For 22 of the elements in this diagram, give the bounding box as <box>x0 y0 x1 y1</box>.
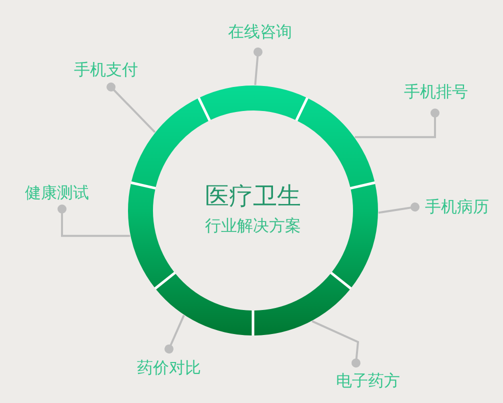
ring-segment <box>156 274 252 336</box>
leader-line <box>164 314 185 354</box>
subtitle: 行业解决方案 <box>205 217 301 235</box>
callout-label: 药价对比 <box>137 359 201 377</box>
callout-label: 电子药方 <box>336 372 400 390</box>
ring-segment <box>128 184 174 288</box>
leader-line <box>254 48 262 86</box>
ring-segment <box>200 86 306 120</box>
ring-segment <box>254 274 350 336</box>
leader-line <box>58 204 130 237</box>
callout-label: 手机排号 <box>404 83 468 101</box>
callout-label: 手机病历 <box>425 198 489 216</box>
callout-label: 手机支付 <box>74 61 138 79</box>
leader-line <box>378 202 420 214</box>
title: 医疗卫生 <box>205 182 301 210</box>
leader-line <box>354 108 440 138</box>
ring-segment <box>131 98 208 187</box>
callout-label: 健康测试 <box>25 184 89 202</box>
leader-line <box>106 82 156 133</box>
callout-label: 在线咨询 <box>228 23 292 41</box>
ring-segment <box>332 184 378 288</box>
leader-line <box>312 320 360 368</box>
